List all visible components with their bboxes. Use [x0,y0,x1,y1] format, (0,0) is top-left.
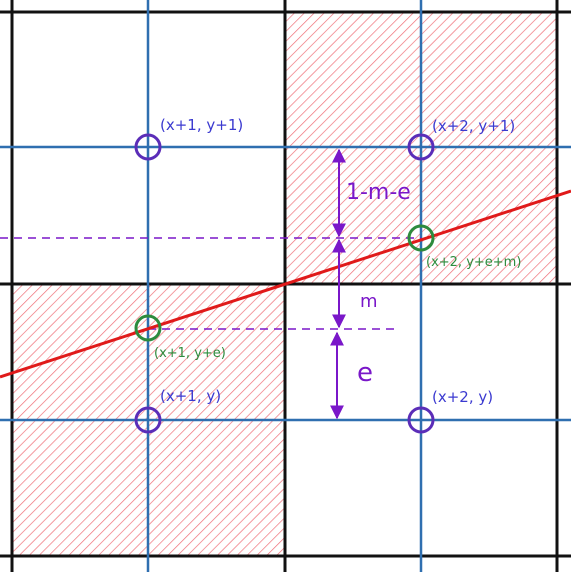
label-x1-y: (x+1, y) [160,387,221,405]
label-x1-y1: (x+1, y+1) [160,116,243,134]
dimension-arrows [330,148,346,420]
node-x2-y [407,406,435,434]
label-x2-yem: (x+2, y+e+m) [426,255,521,270]
label-m: m [360,291,378,312]
node-x1-ye [134,314,162,342]
pixel-center-nodes [134,133,435,434]
node-x1-y1 [134,133,162,161]
node-x1-y [134,406,162,434]
dashed-guides [0,237,421,330]
rasterized-line [0,189,571,379]
node-x2-y1 [407,133,435,161]
label-x2-y: (x+2, y) [432,388,493,406]
label-e: e [357,358,373,388]
node-x2-yem [407,224,435,252]
label-1-m-e: 1-m-e [346,180,411,205]
label-x2-y1: (x+2, y+1) [432,117,515,135]
label-x1-ye: (x+1, y+e) [154,346,226,361]
